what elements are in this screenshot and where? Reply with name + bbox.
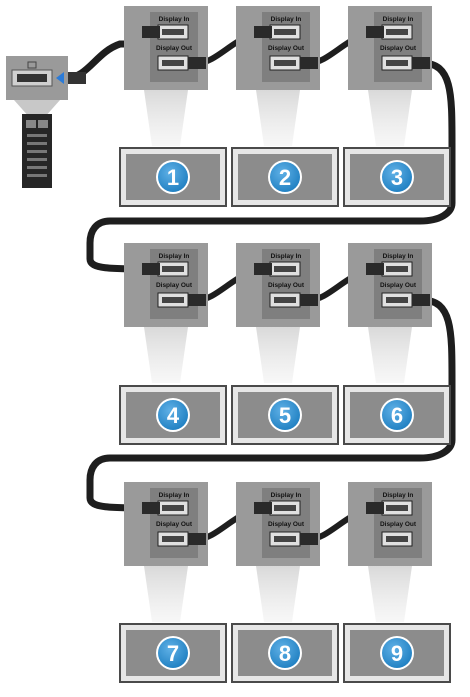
monitor-number-badge: [158, 400, 188, 430]
cable-plug: [188, 533, 206, 545]
plug-layer: [142, 26, 430, 545]
monitor-6: 6: [343, 385, 451, 445]
display-in-label: Display In: [271, 253, 302, 260]
cable-row-wrap: [86, 296, 456, 512]
arrow-left-icon: [56, 72, 64, 84]
monitor-number: 4: [167, 403, 180, 428]
display-in-label: Display In: [159, 16, 190, 23]
display-out-label: Display Out: [156, 282, 193, 289]
cable-plug: [188, 57, 206, 69]
monitor-number-badge: [158, 638, 188, 668]
display-in-label: Display In: [383, 16, 414, 23]
monitor-number-badge: [382, 400, 412, 430]
cable-plug: [366, 502, 384, 514]
monitor-number-badge: [270, 638, 300, 668]
monitor-number: 3: [391, 165, 403, 190]
connector-beam: [368, 90, 412, 146]
cable-plug: [142, 502, 160, 514]
daisy-chain-hub-1: Display In Display Out: [124, 6, 208, 146]
cable-plug: [254, 26, 272, 38]
daisy-chain-hub-4: Display In Display Out: [124, 243, 208, 383]
display-out-label: Display Out: [380, 521, 417, 528]
computer: [6, 56, 68, 188]
connector-beam: [144, 327, 188, 383]
display-out-label: Display Out: [380, 282, 417, 289]
monitor-number: 5: [279, 403, 291, 428]
daisy-chain-hub-9: Display In Display Out: [348, 482, 432, 622]
cable-plug: [300, 57, 318, 69]
display-in-label: Display In: [159, 492, 190, 499]
display-out-label: Display Out: [268, 45, 305, 52]
daisy-chain-hub-7: Display In Display Out: [124, 482, 208, 622]
monitor-7: 7: [119, 623, 227, 683]
monitor-8: 8: [231, 623, 339, 683]
monitor-2: 2: [231, 147, 339, 207]
monitor-number: 7: [167, 641, 179, 666]
cable-plug: [300, 294, 318, 306]
cable-plug: [142, 263, 160, 275]
monitor-number: 6: [391, 403, 403, 428]
cable-plug: [366, 26, 384, 38]
display-out-label: Display Out: [156, 45, 193, 52]
display-out-label: Display Out: [268, 282, 305, 289]
cable-row-wrap: [86, 59, 456, 273]
daisy-chain-hub-5: Display In Display Out: [236, 243, 320, 383]
monitor-number-badge: [382, 638, 412, 668]
monitor-number-badge: [382, 162, 412, 192]
daisy-chain-hub-2: Display In Display Out: [236, 6, 320, 146]
connector-beam: [144, 566, 188, 622]
monitor-number: 9: [391, 641, 403, 666]
connector-beam: [368, 566, 412, 622]
monitor-number: 2: [279, 165, 291, 190]
cable-plug: [142, 26, 160, 38]
monitor-number-badge: [270, 400, 300, 430]
cable-plug: [254, 502, 272, 514]
port-icon: [27, 61, 37, 69]
monitor-number-badge: [158, 162, 188, 192]
cable-plug: [366, 263, 384, 275]
daisy-chain-hub-8: Display In Display Out: [236, 482, 320, 622]
display-in-label: Display In: [383, 253, 414, 260]
daisy-chain-hub-6: Display In Display Out: [348, 243, 432, 383]
display-out-label: Display Out: [156, 521, 193, 528]
cable-plug: [254, 263, 272, 275]
display-in-label: Display In: [383, 492, 414, 499]
cable-plug: [412, 294, 430, 306]
monitor-number: 1: [167, 165, 179, 190]
display-in-label: Display In: [159, 253, 190, 260]
desktop-tower-icon: [22, 114, 52, 188]
daisy-chain-hub-3: Display In Display Out: [348, 6, 432, 146]
monitor-3: 3: [343, 147, 451, 207]
cable-plug: [300, 533, 318, 545]
connector-beam: [256, 327, 300, 383]
connector-beam: [256, 90, 300, 146]
cable-plug: [188, 294, 206, 306]
monitor-9: 9: [343, 623, 451, 683]
cable-plug: [412, 57, 430, 69]
monitor-number: 8: [279, 641, 291, 666]
connector-beam: [256, 566, 300, 622]
display-in-label: Display In: [271, 492, 302, 499]
display-out-label: Display Out: [268, 521, 305, 528]
monitor-4: 4: [119, 385, 227, 445]
connector-beam: [368, 327, 412, 383]
monitor-5: 5: [231, 385, 339, 445]
display-out-label: Display Out: [380, 45, 417, 52]
display-in-label: Display In: [271, 16, 302, 23]
monitor-1: 1: [119, 147, 227, 207]
connector-beam: [144, 90, 188, 146]
monitor-number-badge: [270, 162, 300, 192]
connector-beam: [14, 100, 60, 118]
cable-plug: [66, 72, 86, 84]
